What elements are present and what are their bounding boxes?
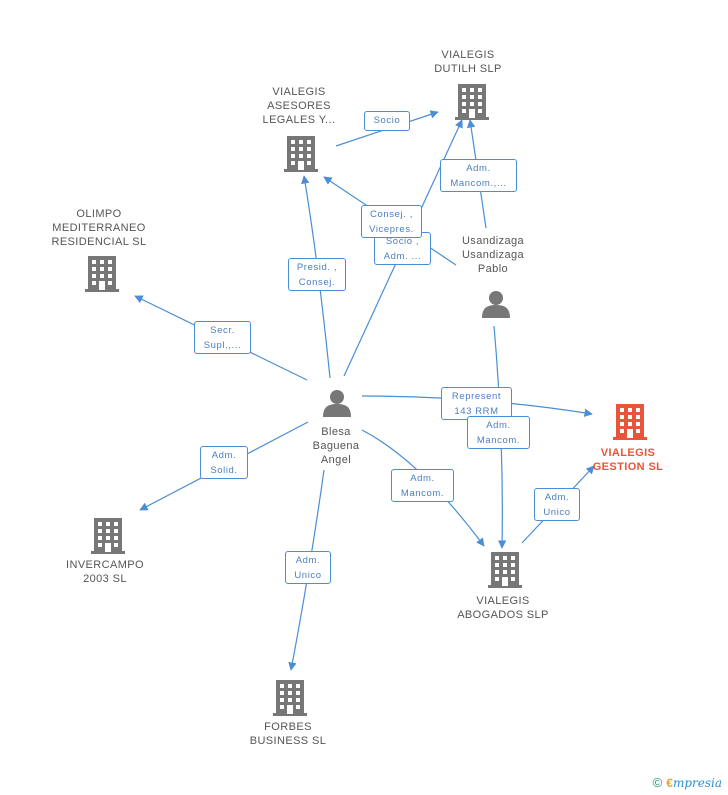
person-icon[interactable]	[482, 291, 510, 318]
edge-label-adm-unico-right[interactable]: Adm. Unico	[534, 488, 580, 521]
edge-label-secr-supl[interactable]: Secr. Supl.,...	[194, 321, 251, 354]
edge-label-presid-consej[interactable]: Presid. , Consej.	[288, 258, 346, 291]
building-icon[interactable]	[488, 552, 522, 588]
node-label-vialegis-abogados[interactable]: VIALEGIS ABOGADOS SLP	[457, 595, 549, 621]
node-label-usandizaga[interactable]: Usandizaga Usandizaga Pablo	[461, 235, 525, 275]
node-label-vialegis-gestion[interactable]: VIALEGIS GESTION SL	[592, 447, 664, 473]
node-label-vialegis-asesores[interactable]: VIALEGIS ASESORES LEGALES Y...	[262, 86, 336, 126]
edge-label-socio[interactable]: Socio	[364, 111, 410, 131]
edge-label-adm-mancom-mid[interactable]: Adm. Mancom.	[391, 469, 454, 502]
brand-logo-letter: €	[666, 776, 673, 790]
building-icon[interactable]	[85, 256, 119, 292]
node-label-invercampo[interactable]: INVERCAMPO 2003 SL	[66, 559, 144, 585]
edge-label-adm-mancom-right[interactable]: Adm. Mancom.	[467, 416, 530, 449]
person-icon[interactable]	[323, 390, 351, 417]
node-label-vialegis-dutilh[interactable]: VIALEGIS DUTILH SLP	[434, 49, 502, 75]
brand-watermark: ©€mpresia	[653, 775, 722, 790]
node-label-blesa[interactable]: Blesa Baguena Angel	[312, 426, 360, 466]
edge-label-consej-vicepres[interactable]: Consej. , Vicepres.	[361, 205, 422, 238]
building-icon[interactable]	[284, 136, 318, 172]
edge-layer	[134, 110, 595, 671]
building-icon[interactable]	[91, 518, 125, 554]
node-label-forbes[interactable]: FORBES BUSINESS SL	[249, 721, 327, 747]
building-icon[interactable]	[273, 680, 307, 716]
edge-label-adm-solid[interactable]: Adm. Solid.	[200, 446, 248, 479]
copyright-symbol: ©	[652, 775, 663, 790]
brand-name: mpresia	[672, 776, 722, 790]
node-label-olimpo[interactable]: OLIMPO MEDITERRANEO RESIDENCIAL SL	[51, 208, 147, 248]
edge-label-adm-mancom-top[interactable]: Adm. Mancom.,...	[440, 159, 517, 192]
building-icon[interactable]	[613, 404, 647, 440]
node-icons	[85, 84, 647, 716]
edge-label-adm-unico-bottom[interactable]: Adm. Unico	[285, 551, 331, 584]
building-icon[interactable]	[455, 84, 489, 120]
